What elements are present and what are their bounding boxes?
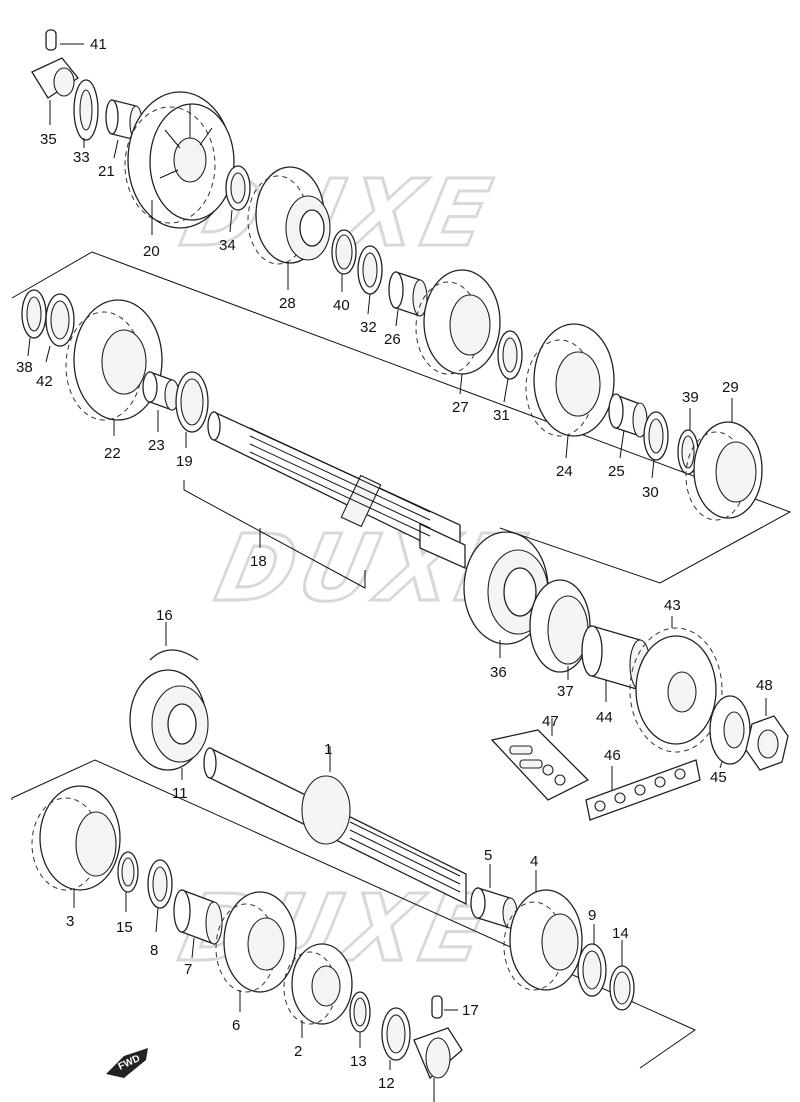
part-34-washer: 34 (219, 165, 251, 254)
label-9: 9 (588, 907, 596, 924)
label-8: 8 (150, 942, 158, 959)
label-13: 13 (350, 1053, 367, 1070)
part-33-washer: 33 (73, 79, 99, 166)
label-4: 4 (530, 853, 538, 870)
label-40: 40 (333, 297, 350, 314)
label-45: 45 (710, 769, 727, 786)
label-20: 20 (143, 243, 160, 260)
part-30-washer: 30 (642, 411, 669, 501)
label-47: 47 (542, 713, 559, 730)
part-29-gear: 29 (685, 379, 763, 521)
part-24-gear: 24 (525, 323, 615, 480)
part-1-mainshaft: 1 (203, 741, 467, 906)
mainshaft-outline (11, 759, 697, 1069)
part-41-pin: 41 (45, 29, 107, 53)
label-41: 41 (90, 36, 107, 53)
label-14: 14 (612, 925, 629, 942)
label-21: 21 (98, 163, 115, 180)
label-12: 12 (378, 1075, 395, 1092)
part-6-gear: 6 (215, 891, 297, 1034)
label-29: 29 (722, 379, 739, 396)
label-28: 28 (279, 295, 296, 312)
label-39: 39 (682, 389, 699, 406)
label-18: 18 (250, 553, 267, 570)
part-5-bushing: 5 (470, 847, 518, 929)
label-31: 31 (493, 407, 510, 424)
part-bottom-collar (413, 1027, 463, 1102)
label-48: 48 (756, 677, 773, 694)
part-13-circlip: 13 (349, 991, 371, 1070)
label-15: 15 (116, 919, 133, 936)
label-6: 6 (232, 1017, 240, 1034)
part-4-gear: 4 (503, 853, 583, 991)
label-11: 11 (172, 785, 188, 802)
part-7-bearing: 7 (173, 889, 223, 978)
part-16-circlip: 16 (149, 607, 199, 661)
part-12-seal: 12 (378, 1007, 411, 1092)
part-3-gear: 3 (31, 785, 121, 930)
label-38: 38 (16, 359, 33, 376)
part-8-washer: 8 (147, 859, 173, 959)
label-7: 7 (184, 961, 192, 978)
label-16: 16 (156, 607, 173, 624)
label-17: 17 (462, 1002, 479, 1019)
label-23: 23 (148, 437, 165, 454)
part-18-countershaft: 18 (183, 410, 466, 589)
part-42-washer: 42 (36, 293, 75, 390)
label-42: 42 (36, 373, 53, 390)
part-17-pin: 17 (431, 995, 479, 1019)
label-35: 35 (40, 131, 57, 148)
label-37: 37 (557, 683, 574, 700)
label-25: 25 (608, 463, 625, 480)
part-11-bearing: 11 (129, 669, 209, 802)
part-15-circlip: 15 (116, 851, 139, 936)
label-32: 32 (360, 319, 377, 336)
part-25-bearing: 25 (608, 393, 648, 480)
part-31-washer: 31 (493, 330, 523, 424)
part-2-gear: 2 (283, 943, 353, 1060)
part-19-seal: 19 (175, 371, 209, 470)
part-43-sprocket: 43 (629, 597, 723, 753)
label-36: 36 (490, 664, 507, 681)
label-27: 27 (452, 399, 469, 416)
label-1: 1 (324, 741, 332, 758)
part-46-chain: 46 (585, 747, 701, 821)
label-3: 3 (66, 913, 74, 930)
part-48-nut: 48 (745, 677, 789, 771)
label-30: 30 (642, 484, 659, 501)
part-28-gear: 28 (247, 166, 331, 312)
part-45-washer: 45 (709, 695, 751, 786)
part-22-gear: 22 (65, 299, 163, 462)
label-26: 26 (384, 331, 401, 348)
label-22: 22 (104, 445, 121, 462)
countershaft-outline (11, 251, 792, 584)
part-20-gear: 20 (124, 91, 235, 260)
part-32-washer: 32 (357, 245, 383, 336)
label-46: 46 (604, 747, 621, 764)
label-44: 44 (596, 709, 613, 726)
part-27-gear: 27 (415, 269, 501, 416)
label-43: 43 (664, 597, 681, 614)
label-24: 24 (556, 463, 573, 480)
part-35-collar: 35 (31, 57, 79, 148)
label-19: 19 (176, 453, 193, 470)
label-34: 34 (219, 237, 236, 254)
part-26-bearing: 26 (384, 271, 428, 348)
part-37-spacer: 37 (529, 579, 591, 700)
part-39-circlip: 39 (677, 389, 699, 475)
label-2: 2 (294, 1043, 302, 1060)
label-33: 33 (73, 149, 90, 166)
fwd-arrow-icon: FWD (106, 1048, 148, 1078)
part-40-circlip: 40 (331, 229, 357, 314)
part-9-washer: 9 (577, 907, 607, 997)
part-23-bushing: 23 (142, 371, 180, 454)
part-47-chain-joint: 47 (490, 713, 590, 801)
part-14-circlip: 14 (609, 925, 635, 1011)
part-38-circlip: 38 (16, 289, 47, 376)
label-5: 5 (484, 847, 492, 864)
